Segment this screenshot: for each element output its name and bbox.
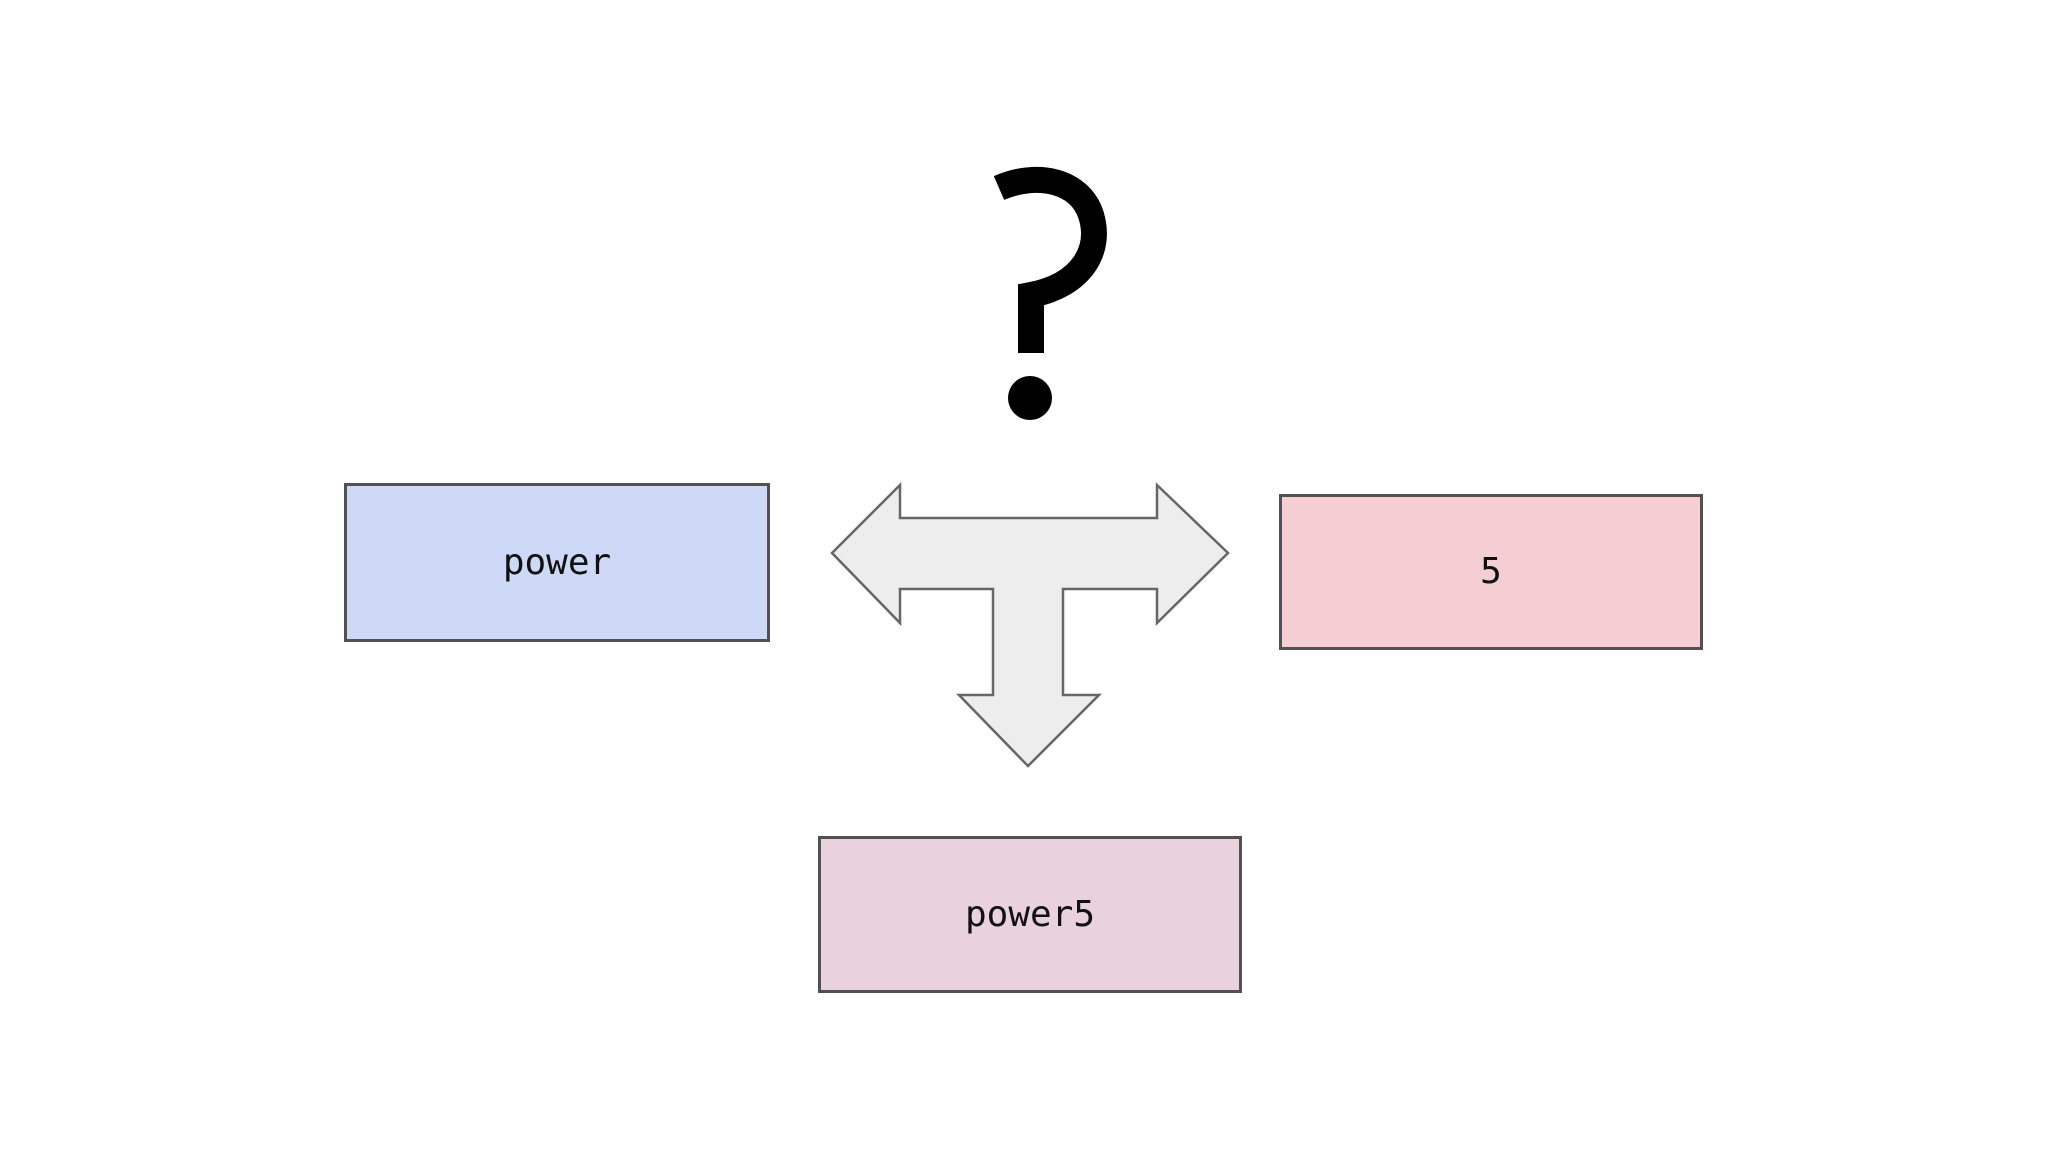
- value-box-5-label: 5: [1480, 551, 1502, 592]
- question-mark-icon: [993, 166, 1107, 420]
- three-way-arrow-icon: [830, 481, 1230, 768]
- result-box-power5-label: power5: [964, 893, 1096, 935]
- question-mark-dot: [1008, 376, 1052, 420]
- value-box-5: 5: [1279, 494, 1703, 650]
- result-box-power5: power5: [818, 836, 1242, 993]
- question-mark-hook: [993, 166, 1107, 353]
- variable-box-power: power: [344, 483, 770, 642]
- variable-box-power-label: power: [502, 541, 612, 583]
